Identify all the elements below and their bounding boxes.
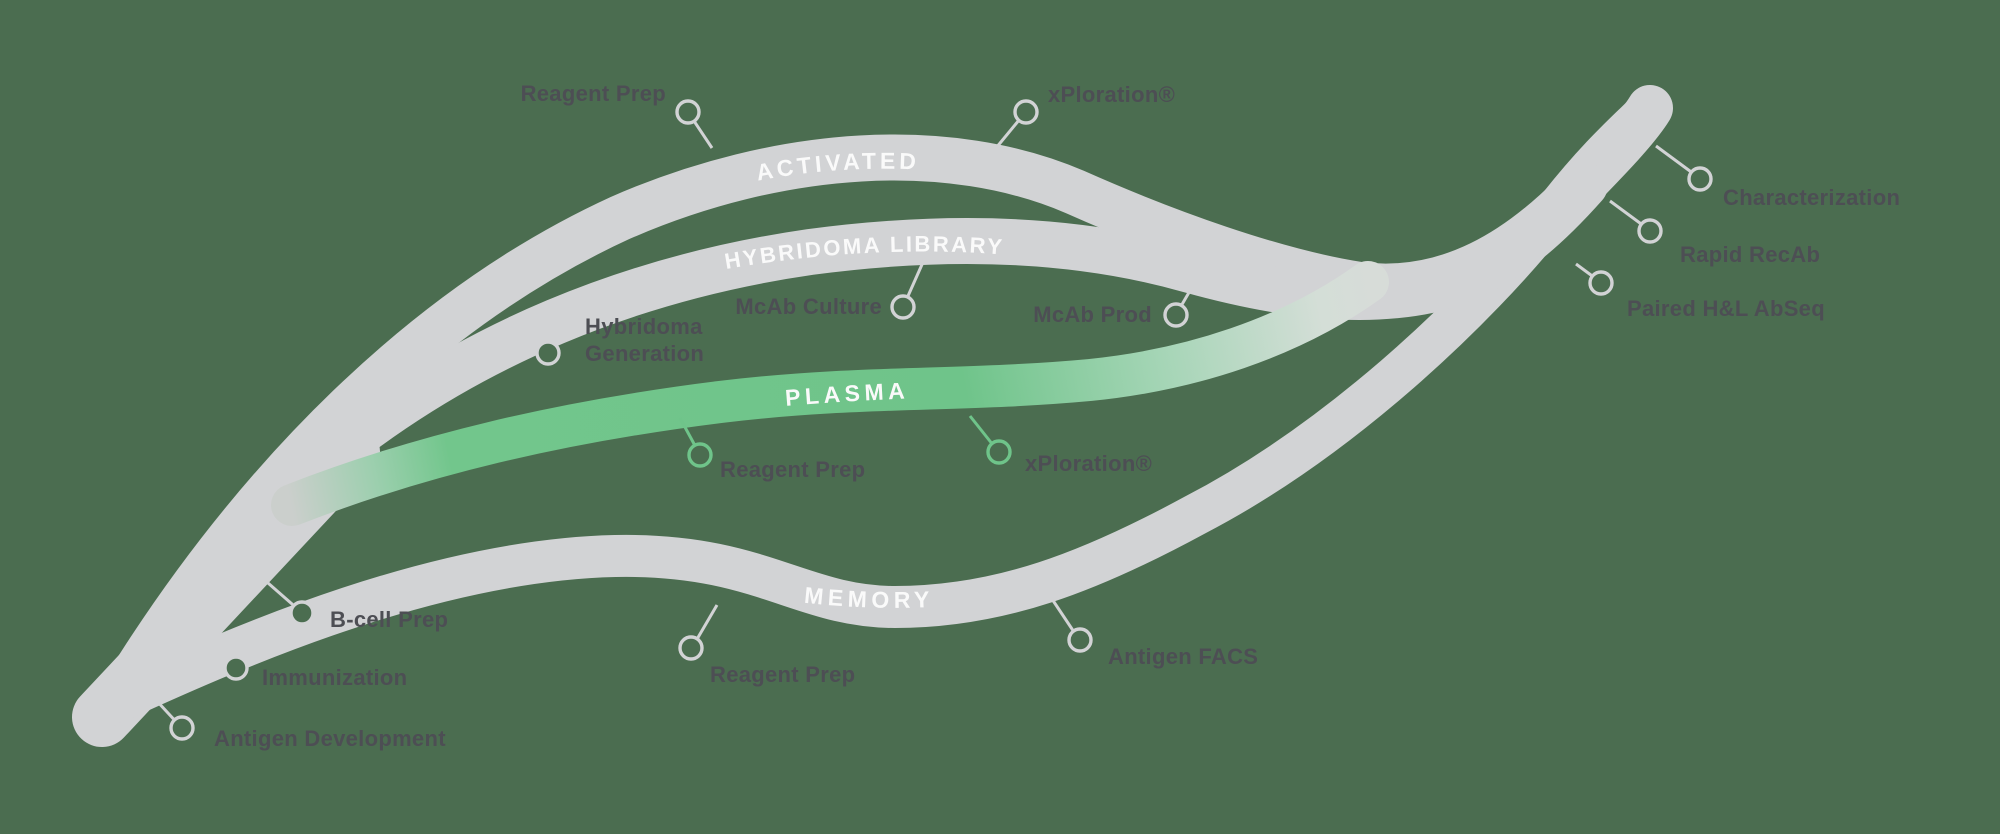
callout-marker-circle	[675, 99, 701, 125]
callout-marker-circle	[1588, 270, 1614, 296]
callouts: Reagent Prep xPloration® Characterizatio…	[141, 81, 1900, 751]
callout-marker-circle	[1163, 302, 1189, 328]
callout-marker-circle	[1013, 99, 1039, 125]
callout-label-plasma-xploration: xPloration®	[1025, 451, 1152, 476]
hybridoma-library-ribbon	[312, 162, 1608, 475]
callout-marker-circle	[986, 439, 1012, 465]
callout-marker-circle	[289, 600, 315, 626]
callout-marker-circle	[223, 655, 249, 681]
callout-memory-reagent-prep: Reagent Prep	[678, 604, 855, 687]
callout-marker-circle	[535, 340, 561, 366]
callout-label-mcab-culture: McAb Culture	[735, 294, 882, 319]
callout-mcab-prod: McAb Prod	[1033, 276, 1200, 328]
callout-xploration-top: xPloration®	[994, 82, 1175, 149]
callout-label-bcell-prep: B-cell Prep	[330, 607, 448, 632]
memory-band-label: MEMORY	[803, 582, 934, 613]
callout-label-hybridoma-generation-line2: Generation	[585, 341, 704, 366]
callout-paired-hl-abseq: Paired H&L AbSeq	[1575, 262, 1825, 321]
callout-label-antigen-facs: Antigen FACS	[1108, 644, 1258, 669]
callout-label-rapid-recab: Rapid RecAb	[1680, 242, 1820, 267]
callout-label-immunization: Immunization	[262, 665, 407, 690]
callout-marker-circle	[169, 715, 195, 741]
callout-marker-circle	[1067, 627, 1093, 653]
plasma-ribbon	[271, 261, 1389, 526]
callout-label-plasma-reagent-prep: Reagent Prep	[720, 457, 865, 482]
callout-marker-circle	[1687, 166, 1713, 192]
callout-marker-circle	[678, 635, 704, 661]
callout-plasma-reagent-prep: Reagent Prep	[678, 417, 865, 482]
callout-label-hybridoma-generation-line1: Hybridoma	[585, 314, 703, 339]
callout-label-reagent-prep-top: Reagent Prep	[521, 81, 666, 106]
callout-label-mcab-prod: McAb Prod	[1033, 302, 1152, 327]
callout-bcell-prep: B-cell Prep	[267, 581, 448, 632]
callout-hybridoma-generation: Hybridoma Generation	[524, 314, 704, 366]
callout-antigen-development: Antigen Development	[141, 684, 446, 751]
callout-immunization: Immunization	[199, 633, 407, 690]
callout-rapid-recab: Rapid RecAb	[1609, 199, 1820, 267]
callout-antigen-facs: Antigen FACS	[1050, 598, 1258, 669]
leaf-ribbons	[72, 85, 1673, 747]
callout-characterization: Characterization	[1655, 144, 1900, 210]
callout-marker-circle	[890, 294, 916, 320]
callout-label-memory-reagent-prep: Reagent Prep	[710, 662, 855, 687]
callout-label-xploration-top: xPloration®	[1048, 82, 1175, 107]
callout-label-characterization: Characterization	[1723, 185, 1900, 210]
callout-marker-circle	[1637, 218, 1663, 244]
callout-label-antigen-development: Antigen Development	[214, 726, 446, 751]
callout-marker-circle	[687, 442, 713, 468]
callout-mcab-culture: McAb Culture	[735, 259, 926, 320]
callout-plasma-xploration: xPloration®	[968, 415, 1152, 476]
callout-label-paired-hl-abseq: Paired H&L AbSeq	[1627, 296, 1825, 321]
callout-reagent-prep-top: Reagent Prep	[521, 81, 714, 149]
